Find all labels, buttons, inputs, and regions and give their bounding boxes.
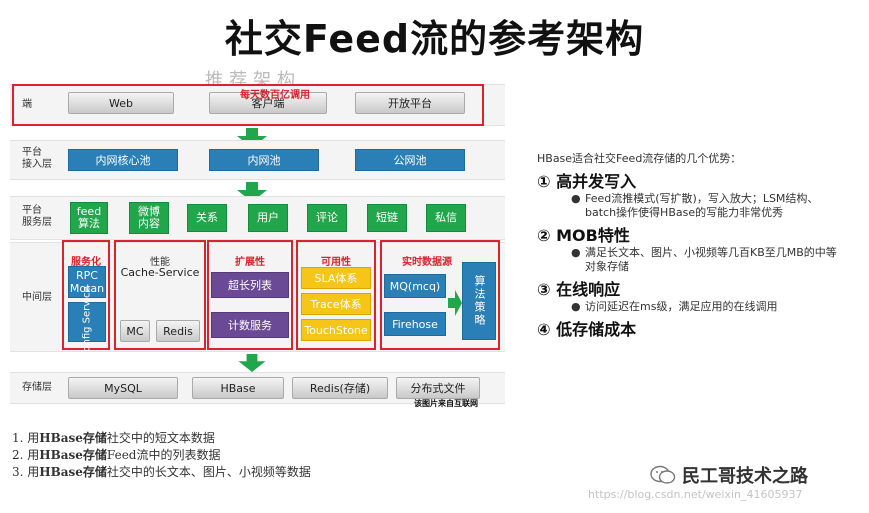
arrow-down-icon [238, 354, 266, 372]
bullet-icon: ● [571, 192, 581, 205]
mc-box[interactable]: MC [120, 320, 150, 342]
advantage-heading-1: ① 高并发写入 [537, 172, 637, 191]
service-layer-label: 平台 服务层 [22, 205, 52, 228]
feed-algorithm-button[interactable]: feed 算法 [70, 202, 108, 234]
arrow-down-icon [237, 182, 267, 202]
availability-group [296, 240, 376, 350]
counter-service-box[interactable]: 计数服务 [211, 312, 289, 338]
advantage-heading-2: ② MOB特性 [537, 226, 630, 245]
redis-box[interactable]: Redis [156, 320, 200, 342]
image-source-note: 该图片来自互联网 [414, 399, 478, 408]
algorithm-strategy-box[interactable]: 算法策略 [462, 262, 496, 340]
realtime-group [380, 240, 500, 350]
internal-core-pool-button[interactable]: 内网核心池 [68, 149, 178, 171]
advantage-heading-3: ③ 在线响应 [537, 280, 621, 299]
performance-title: 性能 [150, 257, 170, 268]
mysql-box[interactable]: MySQL [68, 377, 178, 399]
architecture-diagram: 端 Web 客户端 开放平台 每天数百亿调用 平台 接入层 内网核心池 内网池 … [10, 78, 510, 413]
internal-pool-button[interactable]: 内网池 [209, 149, 319, 171]
touchstone-box[interactable]: TouchStone [301, 319, 371, 341]
public-pool-button[interactable]: 公网池 [355, 149, 465, 171]
client-app-button[interactable]: 客户端 [209, 92, 327, 114]
weibo-content-button[interactable]: 微博 内容 [129, 202, 169, 234]
client-layer-label: 端 [22, 99, 32, 110]
private-message-button[interactable]: 私信 [426, 204, 466, 232]
availability-title: 可用性 [321, 257, 351, 268]
storage-layer-label: 存储层 [22, 382, 52, 393]
footnote-item: 2. 用HBase存储Feed流中的列表数据 [12, 448, 221, 462]
long-list-box[interactable]: 超长列表 [211, 272, 289, 298]
comment-button[interactable]: 评论 [307, 204, 347, 232]
user-button[interactable]: 用户 [248, 204, 288, 232]
sla-box[interactable]: SLA体系 [301, 267, 371, 289]
scalability-group [207, 240, 293, 350]
firehose-box[interactable]: Firehose [384, 312, 446, 336]
advantage-heading-4: ④ 低存储成本 [537, 320, 637, 339]
arrow-down-icon [237, 128, 267, 148]
config-service-box[interactable]: Config Service [68, 286, 106, 358]
mq-box[interactable]: MQ(mcq) [384, 274, 446, 298]
watermark-url: https://blog.csdn.net/weixin_41605937 [588, 488, 803, 501]
web-button[interactable]: Web [68, 92, 174, 114]
bullet-icon: ● [571, 300, 581, 313]
advantage-bullet: ● 访问延迟在ms级，满足应用的在线调用 [571, 300, 778, 313]
middle-layer-label: 中间层 [22, 292, 52, 303]
hbase-box[interactable]: HBase [192, 377, 284, 399]
advantage-bullet: ● 满足长文本、图片、小视频等几百KB至几MB的中等对象存储 [571, 246, 837, 273]
watermark-brand: 民工哥技术之路 [650, 462, 808, 488]
footnote-item: 1. 用HBase存储社交中的短文本数据 [12, 431, 215, 445]
redis-storage-box[interactable]: Redis(存储) [292, 377, 388, 399]
arrow-right-icon [448, 290, 462, 316]
distributed-file-box[interactable]: 分布式文件 [396, 377, 480, 399]
advantages-intro: HBase适合社交Feed流存储的几个优势： [537, 152, 742, 165]
performance-group [114, 240, 206, 350]
service-mgmt-title: 服务化 [71, 257, 101, 268]
short-link-button[interactable]: 短链 [367, 204, 407, 232]
cache-service-label: Cache-Service [120, 266, 200, 279]
page-title: 社交Feed流的参考架构 [224, 17, 645, 61]
open-platform-button[interactable]: 开放平台 [355, 92, 465, 114]
service-mgmt-group [62, 240, 110, 350]
rpc-motan-box[interactable]: RPC Motan [68, 266, 106, 298]
relation-button[interactable]: 关系 [187, 204, 227, 232]
trace-box[interactable]: Trace体系 [301, 293, 371, 315]
footnote-item: 3. 用HBase存储社交中的长文本、图片、小视频等数据 [12, 465, 311, 479]
wechat-icon [650, 465, 676, 484]
access-layer-label: 平台 接入层 [22, 147, 52, 170]
scalability-title: 扩展性 [235, 257, 265, 268]
footnotes: 1. 用HBase存储社交中的短文本数据 2. 用HBase存储Feed流中的列… [12, 430, 512, 481]
advantage-bullet: ● Feed流推模式(写扩散)，写入放大；LSM结构、batch操作使得HBas… [571, 192, 819, 219]
daily-calls-note: 每天数百亿调用 [240, 90, 310, 101]
advantages-panel: HBase适合社交Feed流存储的几个优势： ① 高并发写入 ● Feed流推模… [537, 150, 857, 340]
realtime-title: 实时数据源 [402, 257, 452, 268]
client-layer-highlight [12, 84, 484, 126]
bullet-icon: ● [571, 246, 581, 259]
